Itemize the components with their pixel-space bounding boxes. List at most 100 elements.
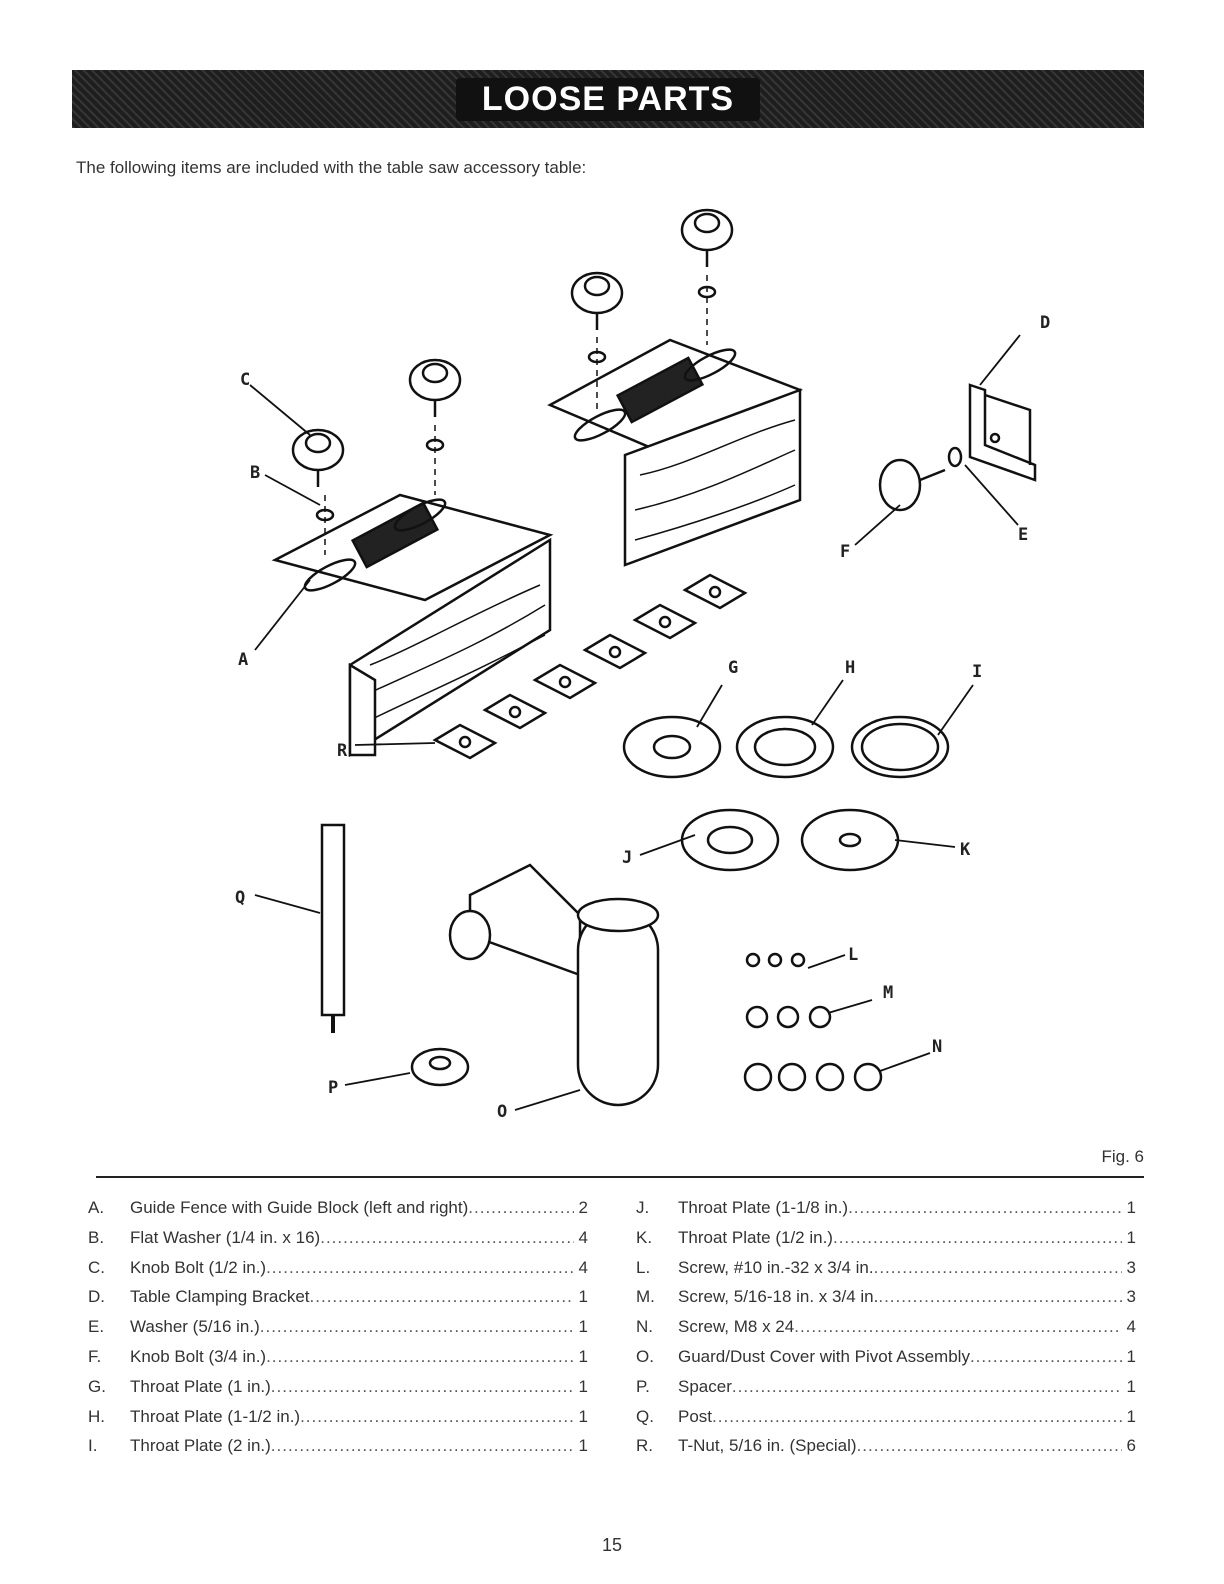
part-letter: J. xyxy=(636,1198,650,1217)
knob-bolt-large-icon xyxy=(878,446,963,512)
figure-caption: Fig. 6 xyxy=(1101,1147,1144,1166)
knob-bolt-icon xyxy=(680,208,734,345)
part-dots xyxy=(848,1198,1122,1218)
parts-diagram: C B A D E F G H I J K L M N O P Q R xyxy=(235,208,1050,1122)
t-nut-icons xyxy=(432,573,748,760)
part-dots xyxy=(878,1287,1122,1307)
part-row: C. Knob Bolt (1/2 in.) 4 xyxy=(88,1258,588,1288)
part-dots xyxy=(271,1436,574,1456)
part-name: Post xyxy=(678,1406,713,1426)
part-name: Screw, #10 in.-32 x 3/4 in. xyxy=(678,1257,874,1277)
part-row: N.Screw, M8 x 244 xyxy=(636,1317,1136,1347)
callout-m: M xyxy=(883,983,893,1003)
part-letter: E. xyxy=(88,1317,105,1337)
part-dots xyxy=(857,1436,1122,1456)
parts-list-left: A. Guide Fence with Guide Block (left and… xyxy=(88,1198,588,1466)
part-dots xyxy=(266,1258,574,1278)
part-row: G.Throat Plate (1 in.)1 xyxy=(88,1377,588,1407)
throat-plate-icons xyxy=(622,715,950,872)
part-dots xyxy=(794,1317,1122,1337)
callout-a: A xyxy=(238,650,248,670)
part-name: Knob Bolt (1/2 in.) xyxy=(130,1257,267,1277)
part-name: Flat Washer (1/4 in. x 16) xyxy=(130,1227,321,1247)
part-name: Throat Plate (1-1/2 in.) xyxy=(130,1406,301,1426)
part-qty: 1 xyxy=(578,1436,588,1456)
part-letter: P. xyxy=(636,1376,650,1396)
part-dots xyxy=(874,1258,1122,1278)
table-clamping-bracket xyxy=(968,383,1037,482)
callout-j: J xyxy=(622,848,632,868)
part-letter: G. xyxy=(88,1376,106,1396)
part-qty: 1 xyxy=(578,1317,588,1337)
part-letter: F. xyxy=(88,1346,102,1366)
post-icon xyxy=(320,823,346,1033)
part-name: Screw, 5/16-18 in. x 3/4 in. xyxy=(678,1287,879,1307)
callout-o: O xyxy=(497,1102,507,1122)
callout-d: D xyxy=(1040,313,1050,333)
callout-l: L xyxy=(848,945,858,965)
knob-bolt-icon xyxy=(570,271,624,410)
knob-bolt-icon xyxy=(291,428,345,555)
part-letter: H. xyxy=(88,1406,105,1426)
part-name: Screw, M8 x 24 xyxy=(678,1317,795,1337)
part-row: L.Screw, #10 in.-32 x 3/4 in.3 xyxy=(636,1258,1136,1288)
part-row: H.Throat Plate (1-1/2 in.)1 xyxy=(88,1407,588,1437)
part-letter: I. xyxy=(88,1436,98,1456)
callout-q: Q xyxy=(235,888,245,908)
guard-dust-cover-icon xyxy=(448,863,660,1107)
page-number: 15 xyxy=(601,1535,623,1555)
callout-b: B xyxy=(250,463,260,483)
part-row: E. Washer (5/16 in.) 1 xyxy=(88,1317,588,1347)
part-letter: K. xyxy=(636,1227,653,1247)
part-letter: R. xyxy=(636,1436,653,1456)
part-dots xyxy=(732,1377,1122,1397)
part-name: Guard/Dust Cover with Pivot Assembly xyxy=(678,1346,970,1366)
divider xyxy=(96,1176,1144,1178)
part-row: Q.Post1 xyxy=(636,1407,1136,1437)
part-row: R. T-Nut, 5/16 in. (Special) 6 xyxy=(636,1436,1136,1466)
callout-i: I xyxy=(972,662,982,682)
part-qty: 4 xyxy=(578,1227,588,1247)
part-row: M.Screw, 5/16-18 in. x 3/4 in.3 xyxy=(636,1287,1136,1317)
part-row: I.Throat Plate (2 in.)1 xyxy=(88,1436,588,1466)
part-name: Washer (5/16 in.) xyxy=(130,1317,260,1337)
part-qty: 1 xyxy=(578,1287,588,1307)
part-qty: 1 xyxy=(1126,1376,1136,1396)
part-qty: 1 xyxy=(1126,1227,1136,1247)
callout-n: N xyxy=(932,1037,942,1057)
part-row: O.Guard/Dust Cover with Pivot Assembly1 xyxy=(636,1347,1136,1377)
part-row: K. Throat Plate (1/2 in.) 1 xyxy=(636,1228,1136,1258)
spacer-icon xyxy=(410,1047,470,1087)
part-name: Guide Fence with Guide Block (left and r… xyxy=(130,1198,469,1217)
part-letter: B. xyxy=(88,1227,105,1247)
page-title: LOOSE PARTS xyxy=(481,79,735,118)
guide-fence-left xyxy=(271,493,554,758)
part-name: Throat Plate (1/2 in.) xyxy=(678,1227,833,1247)
part-letter: O. xyxy=(636,1346,654,1366)
part-qty: 6 xyxy=(1126,1436,1136,1456)
part-qty: 1 xyxy=(1126,1406,1136,1426)
part-qty: 2 xyxy=(578,1198,588,1217)
part-dots xyxy=(712,1407,1122,1427)
callout-h: H xyxy=(845,658,855,678)
part-qty: 1 xyxy=(578,1376,588,1396)
intro-text: The following items are included with th… xyxy=(76,158,587,177)
callout-k: K xyxy=(960,840,971,860)
part-qty: 4 xyxy=(578,1257,588,1277)
part-dots xyxy=(468,1198,574,1218)
part-row: J.Throat Plate (1-1/8 in.)1 xyxy=(636,1198,1136,1228)
banner-pill: LOOSE PARTS xyxy=(455,77,761,121)
part-letter: D. xyxy=(88,1287,105,1307)
part-dots xyxy=(271,1377,574,1397)
section-banner: LOOSE PARTS xyxy=(72,70,1144,128)
part-qty: 4 xyxy=(1126,1317,1136,1337)
part-name: Spacer xyxy=(678,1376,732,1396)
part-name: Table Clamping Bracket xyxy=(130,1287,310,1307)
part-row: B. Flat Washer (1/4 in. x 16) 4 xyxy=(88,1228,588,1258)
part-name: T-Nut, 5/16 in. (Special) xyxy=(678,1436,857,1456)
part-letter: C. xyxy=(88,1257,105,1277)
part-letter: A. xyxy=(88,1198,105,1217)
part-row: P. Spacer 1 xyxy=(636,1377,1136,1407)
part-letter: L. xyxy=(636,1257,651,1277)
part-name: Knob Bolt (3/4 in.) xyxy=(130,1346,267,1366)
